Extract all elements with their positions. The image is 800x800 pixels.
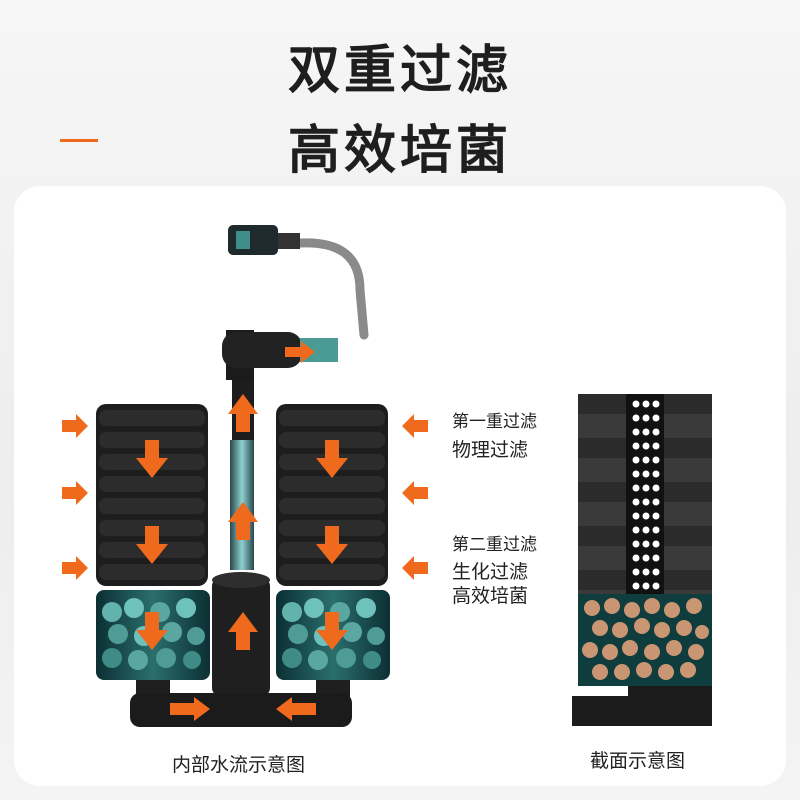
arrow-left-icon — [402, 481, 428, 505]
arrow-right-icon — [285, 341, 315, 363]
arrow-down-icon — [136, 526, 168, 564]
arrow-down-icon — [316, 440, 348, 478]
arrow-right-icon — [62, 556, 88, 580]
caption-left: 内部水流示意图 — [172, 754, 306, 776]
arrow-left-icon — [402, 556, 428, 580]
arrow-right-icon — [170, 697, 210, 721]
section-base — [572, 686, 712, 726]
arrow-left-icon — [402, 414, 428, 438]
stage2-desc-line1: 生化过滤 — [452, 561, 529, 583]
arrow-up-icon — [228, 612, 258, 650]
accent-divider — [60, 139, 98, 142]
stage1-desc: 物理过滤 — [452, 439, 529, 461]
caption-right: 截面示意图 — [590, 750, 686, 772]
cross-section-diagram — [572, 394, 712, 726]
arrow-left-icon — [276, 697, 316, 721]
core-holes — [632, 400, 660, 590]
arrow-down-icon — [316, 612, 348, 650]
media-balls — [582, 598, 709, 680]
flow-arrows — [62, 341, 428, 721]
title-line-2: 高效培菌 — [287, 121, 512, 181]
arrow-right-icon — [62, 414, 88, 438]
left-sponge — [96, 404, 208, 586]
air-hose — [295, 238, 369, 340]
arrow-down-icon — [316, 526, 348, 564]
title-line-1: 双重过滤 — [287, 41, 512, 101]
stage2-desc-line2: 高效培菌 — [452, 585, 529, 607]
arrow-up-icon — [228, 394, 258, 432]
sponge-filter-diagram — [62, 225, 428, 727]
arrow-down-icon — [136, 612, 168, 650]
stage2-title: 第二重过滤 — [452, 535, 537, 555]
base-manifold — [130, 693, 352, 727]
arrow-down-icon — [136, 440, 168, 478]
arrow-up-icon — [228, 502, 258, 540]
air-valve — [228, 225, 278, 255]
arrow-right-icon — [62, 481, 88, 505]
stage1-title: 第一重过滤 — [452, 412, 537, 432]
center-core — [626, 394, 664, 594]
